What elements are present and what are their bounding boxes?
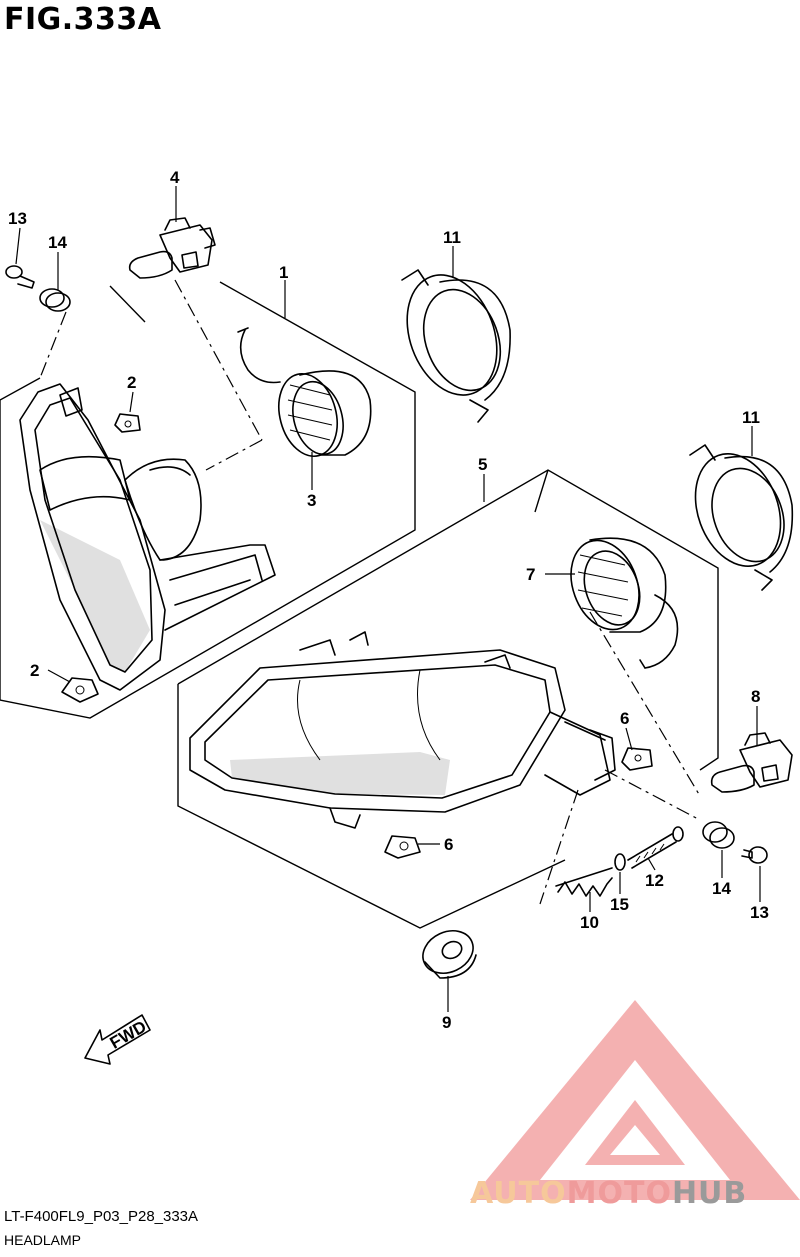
watermark-hub: HUB — [671, 1176, 748, 1211]
callout-4: 4 — [170, 168, 180, 187]
callout-13-lower: 13 — [750, 903, 769, 922]
fwd-direction-arrow: FWD — [84, 1014, 151, 1065]
right-headlamp-housing — [189, 631, 616, 829]
leader-lines — [15, 186, 761, 1012]
callout-1: 1 — [279, 263, 288, 282]
alignment-lines — [39, 279, 701, 905]
callout-numbers: 1 2 2 3 4 5 6 6 7 8 9 10 11 11 12 13 13 … — [8, 168, 769, 1032]
bulb-socket-7 — [570, 537, 679, 669]
right-assembly-frame — [177, 469, 719, 929]
callout-11-upper: 11 — [443, 228, 461, 247]
spring-10 — [555, 867, 613, 897]
bulb-4 — [128, 217, 216, 279]
clip-nut-2-lower — [61, 677, 99, 703]
left-assembly-frame — [0, 281, 416, 719]
callout-3: 3 — [307, 491, 316, 510]
screw-12 — [627, 826, 684, 869]
fwd-label: FWD — [107, 1017, 150, 1053]
callout-5: 5 — [478, 455, 487, 474]
grommet-14-lower — [702, 821, 735, 849]
callout-9: 9 — [442, 1013, 451, 1032]
figure-title: FIG.333A — [4, 2, 162, 37]
watermark-text: AUTOMOTOHUB — [470, 1176, 747, 1211]
watermark-auto: AUTO — [470, 1176, 567, 1211]
callout-14-upper: 14 — [48, 233, 67, 252]
callout-14-lower: 14 — [712, 879, 731, 898]
callout-2-upper: 2 — [127, 373, 136, 392]
callout-15: 15 — [610, 895, 629, 914]
figure-name: HEADLAMP — [4, 1232, 82, 1248]
retaining-ring-11-lower — [689, 444, 794, 591]
retaining-ring-11-upper — [401, 269, 511, 423]
callout-6-upper: 6 — [620, 709, 629, 728]
grommet-9 — [422, 930, 477, 979]
callout-10: 10 — [580, 913, 599, 932]
bolt-13-upper — [5, 265, 35, 289]
washer-15 — [614, 853, 626, 871]
clip-nut-6-upper — [621, 747, 653, 771]
watermark-moto: MOTO — [566, 1176, 672, 1211]
callout-12: 12 — [645, 871, 664, 890]
callout-6-lower: 6 — [444, 835, 453, 854]
grommet-14-upper — [39, 288, 71, 312]
left-headlamp-housing — [19, 383, 276, 691]
callout-13-upper: 13 — [8, 209, 27, 228]
bulb-socket-3 — [237, 327, 372, 458]
callout-8: 8 — [751, 687, 760, 706]
callout-2-lower: 2 — [30, 661, 39, 680]
callout-11-lower: 11 — [742, 408, 760, 427]
clip-nut-6-lower — [384, 835, 421, 859]
clip-nut-2-upper — [114, 413, 141, 433]
callout-7: 7 — [526, 565, 535, 584]
watermark-logo — [470, 1000, 800, 1200]
bolt-13-lower — [741, 846, 768, 864]
figure-code: LT-F400FL9_P03_P28_333A — [4, 1208, 199, 1225]
bulb-8 — [710, 732, 793, 793]
